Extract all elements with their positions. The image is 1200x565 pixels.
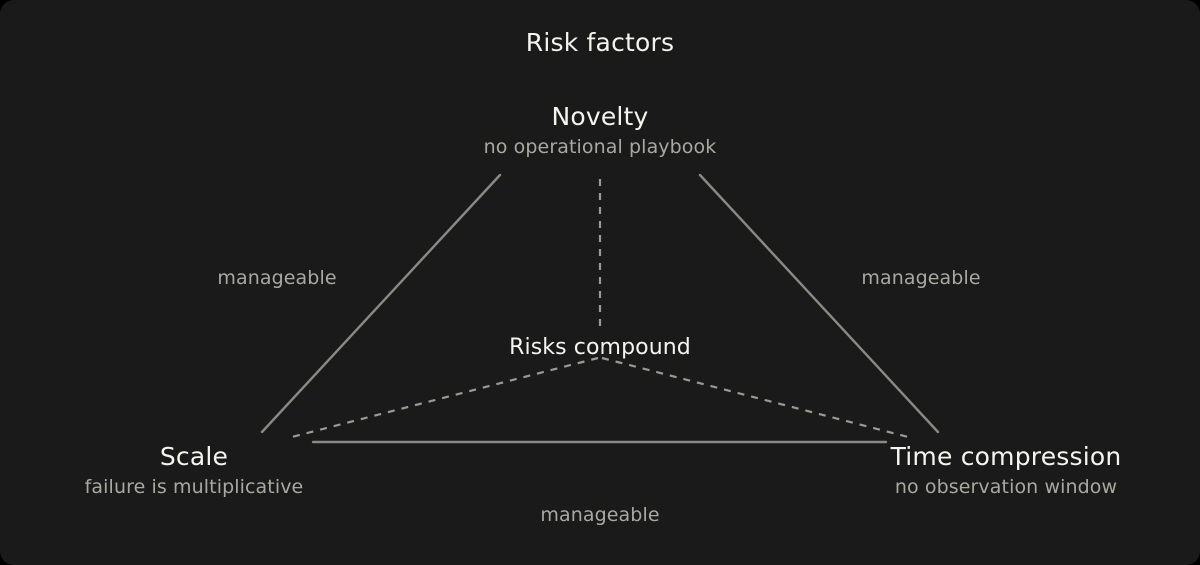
edge-label-bottom: manageable <box>540 504 660 526</box>
node-time-compression-subtitle: no observation window <box>894 476 1118 498</box>
node-novelty-title: Novelty <box>551 102 649 131</box>
edge-label-right: manageable <box>861 267 981 289</box>
edge-label-left: manageable <box>217 267 337 289</box>
node-scale-title: Scale <box>159 442 229 471</box>
center-label-risks-compound: Risks compound <box>509 335 691 360</box>
node-time-compression-title: Time compression <box>890 442 1122 471</box>
edge-novelty-scale <box>260 173 502 434</box>
edge-center-scale <box>287 356 599 440</box>
edge-novelty-time <box>698 173 940 434</box>
page-title: Risk factors <box>525 28 675 57</box>
node-novelty-subtitle: no operational playbook <box>483 136 717 158</box>
node-scale-subtitle: failure is multiplicative <box>84 476 304 498</box>
edge-center-time <box>601 356 913 440</box>
